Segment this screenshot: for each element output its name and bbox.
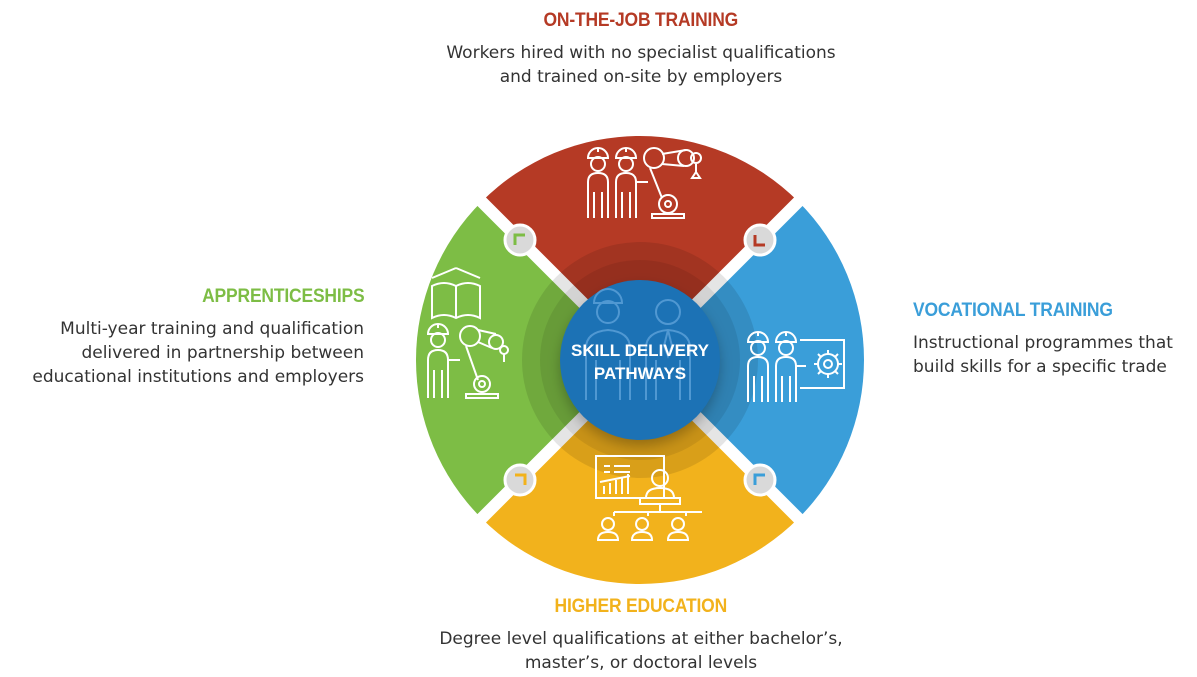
segment-higher-education	[481, 360, 799, 584]
higher-education-description: Degree level qualifications at either ba…	[398, 627, 884, 675]
workers-with-gear-board-icon	[746, 331, 845, 402]
description-line: and trained on-site by employers	[499, 67, 783, 87]
description-line: build skills for a specific trade	[913, 357, 1167, 377]
vocational-training-title: VOCATIONAL TRAINING	[913, 300, 1113, 321]
segment-apprenticeships	[416, 201, 640, 519]
connector-top-right	[743, 223, 777, 257]
segment-on-the-job-training	[481, 136, 799, 360]
book-worker-robot-arm-icon	[426, 267, 509, 399]
connector-top-left	[503, 223, 537, 257]
center-label-line1: SKILL DELIVERY	[571, 341, 710, 360]
higher-education-block: HIGHER EDUCATION Degree level qualificat…	[398, 596, 884, 675]
vocational-training-description: Instructional programmes that build skil…	[913, 331, 1197, 379]
apprenticeships-description: Multi-year training and qualification de…	[0, 317, 364, 389]
on-the-job-training-description: Workers hired with no specialist qualifi…	[398, 41, 884, 89]
apprenticeships-block: APPRENTICESHIPS Multi-year training and …	[0, 286, 364, 389]
description-line: Degree level qualifications at either ba…	[439, 629, 843, 649]
pathways-wheel: SKILL DELIVERY PATHWAYS	[416, 136, 864, 584]
center-label-line2: PATHWAYS	[594, 364, 686, 383]
description-line: Workers hired with no specialist qualifi…	[446, 43, 836, 63]
apprenticeships-title: APPRENTICESHIPS	[201, 286, 365, 307]
description-line: Instructional programmes that	[913, 333, 1173, 353]
on-the-job-training-block: ON-THE-JOB TRAINING Workers hired with n…	[398, 10, 884, 89]
center-circle	[560, 280, 720, 440]
professionals-icon	[585, 288, 691, 400]
segment-vocational-training	[640, 201, 864, 519]
connector-bottom-right	[743, 463, 777, 497]
on-the-job-training-title: ON-THE-JOB TRAINING	[543, 10, 739, 31]
presentation-classroom-icon	[595, 455, 702, 541]
description-line: master’s, or doctoral levels	[524, 653, 758, 673]
description-line: Multi-year training and qualification	[60, 319, 364, 339]
description-line: educational institutions and employers	[32, 367, 364, 387]
vocational-training-block: VOCATIONAL TRAINING Instructional progra…	[913, 300, 1197, 379]
higher-education-title: HIGHER EDUCATION	[554, 596, 728, 617]
workers-with-robot-arm-icon	[586, 147, 702, 219]
description-line: delivered in partnership between	[81, 343, 364, 363]
connector-bottom-left	[503, 463, 537, 497]
